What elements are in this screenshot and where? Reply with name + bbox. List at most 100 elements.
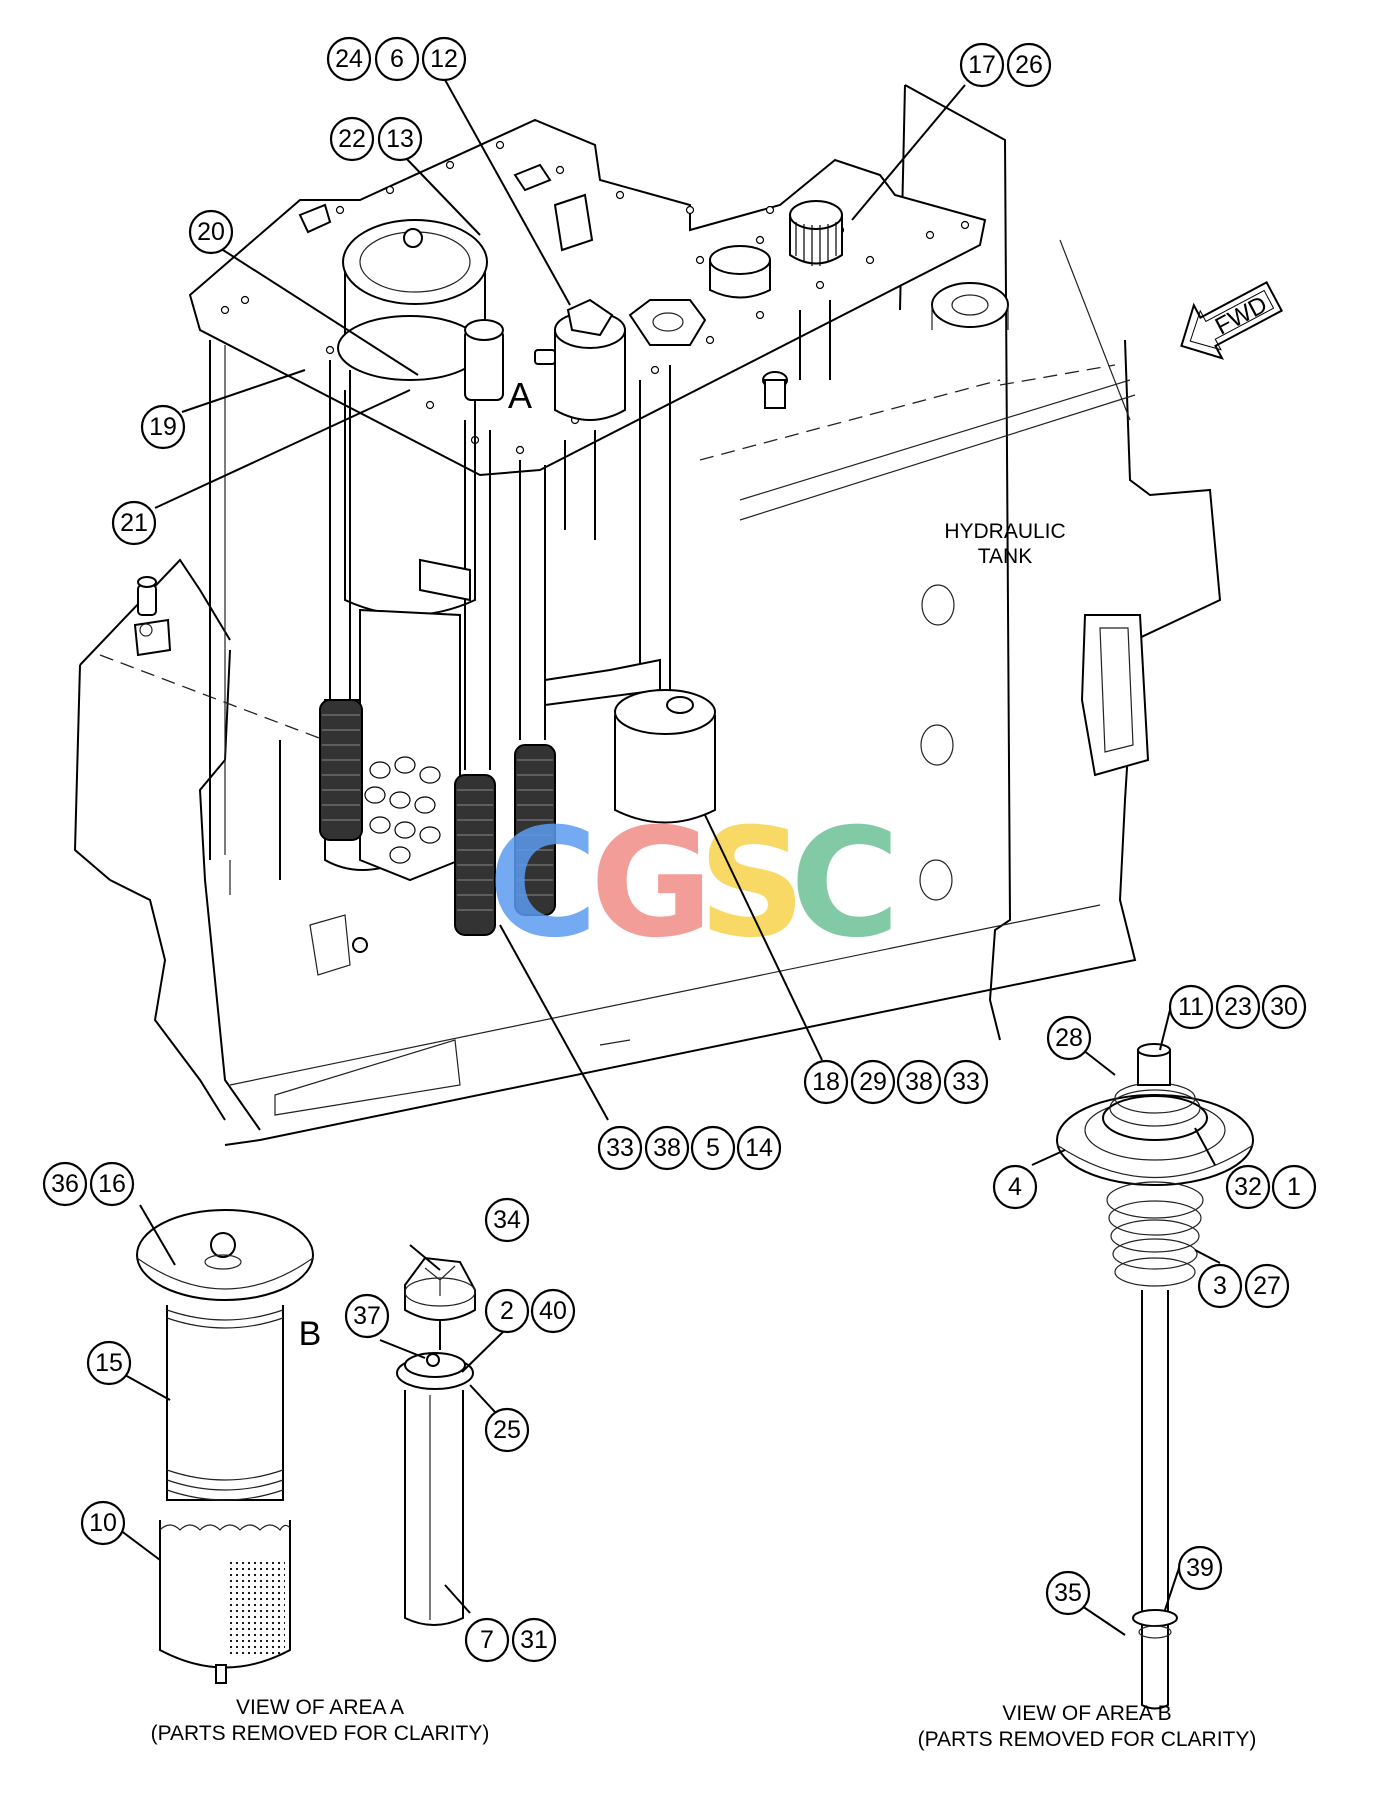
watermark-letter-c1: C [488, 797, 598, 971]
callout-bubble: 39 [1177, 1545, 1223, 1591]
callout-number: 28 [1055, 1024, 1083, 1052]
callout-bubble: 7 [464, 1617, 510, 1663]
fwd-arrow: FWD [1180, 281, 1284, 360]
callout-bubble: 38 [644, 1125, 690, 1171]
caption-area-b-line1: VIEW OF AREA B [1002, 1702, 1171, 1725]
callout-number: 21 [120, 509, 148, 537]
caption-area-a-line1: VIEW OF AREA A [236, 1696, 404, 1719]
callout-bubble: 24 [326, 36, 372, 82]
area-b-label: B [299, 1315, 322, 1353]
callout-bubble: 36 [42, 1161, 88, 1207]
callout-number: 11 [1178, 993, 1204, 1021]
callout-bubble: 15 [86, 1340, 132, 1386]
callout-number: 25 [493, 1416, 521, 1444]
callout-number: 35 [1054, 1579, 1082, 1607]
callout-number: 33 [952, 1068, 980, 1096]
callout-number: 39 [1186, 1554, 1214, 1582]
callout-number: 12 [430, 45, 458, 73]
callout-bubble: 5 [690, 1125, 736, 1171]
callout-number: 32 [1234, 1173, 1262, 1201]
callout-bubble: 1 [1271, 1164, 1317, 1210]
callout-bubble: 2 [484, 1288, 530, 1334]
watermark-letter-c2: C [790, 797, 900, 971]
caption-area-a-line2: (PARTS REMOVED FOR CLARITY) [151, 1722, 490, 1745]
callout-bubble: 28 [1046, 1015, 1092, 1061]
callout-bubble: 18 [803, 1059, 849, 1105]
leader-lines [119, 77, 1221, 1636]
filler-strainer-detail [396, 1256, 476, 1626]
callout-bubble: 32 [1225, 1164, 1271, 1210]
caption-area-b-line2: (PARTS REMOVED FOR CLARITY) [918, 1728, 1257, 1751]
callout-number: 3 [1213, 1272, 1227, 1300]
tank-label-line1: HYDRAULIC [944, 520, 1065, 543]
callout-number: 15 [95, 1349, 123, 1377]
tank-label: HYDRAULIC TANK [944, 520, 1065, 568]
callout-number: 26 [1015, 51, 1043, 79]
callout-number: 6 [390, 45, 404, 73]
callout-bubble: 3 [1197, 1263, 1243, 1309]
callout-number: 17 [968, 51, 996, 79]
callout-bubble: 26 [1006, 42, 1052, 88]
callout-bubble: 33 [943, 1059, 989, 1105]
callout-number: 31 [520, 1626, 548, 1654]
callout-number: 34 [493, 1206, 521, 1234]
main-filter-element [319, 219, 716, 936]
callout-bubble: 14 [736, 1125, 782, 1171]
callout-bubble: 33 [597, 1125, 643, 1171]
callout-number: 38 [905, 1068, 933, 1096]
callout-bubble: 20 [188, 209, 234, 255]
callout-bubble: 11 [1168, 984, 1214, 1030]
callout-bubble: 10 [80, 1500, 126, 1546]
watermark: C G S C [488, 797, 900, 971]
callout-number: 13 [386, 125, 414, 153]
callout-number: 14 [745, 1134, 773, 1162]
callout-number: 10 [89, 1509, 117, 1537]
callout-number: 7 [480, 1626, 494, 1654]
callout-bubble: 17 [959, 42, 1005, 88]
callout-bubble: 4 [992, 1164, 1038, 1210]
callout-bubble: 13 [377, 116, 423, 162]
callout-number: 16 [98, 1170, 126, 1198]
callout-number: 33 [606, 1134, 634, 1162]
callout-number: 20 [197, 218, 225, 246]
watermark-letter-g: G [590, 797, 713, 971]
callout-number: 38 [653, 1134, 681, 1162]
callout-number: 30 [1270, 993, 1298, 1021]
callout-bubble: 27 [1244, 1263, 1290, 1309]
callout-number: 40 [539, 1297, 567, 1325]
tank-label-line2: TANK [978, 545, 1032, 568]
area-a-label: A [508, 375, 532, 416]
callout-bubble: 29 [850, 1059, 896, 1105]
tank-body [73, 84, 1222, 1146]
watermark-letter-s: S [698, 797, 806, 971]
callout-bubble: 35 [1045, 1570, 1091, 1616]
callout-number: 24 [335, 45, 363, 73]
top-components [464, 200, 843, 421]
callout-bubble: 6 [374, 36, 420, 82]
callout-bubble: 12 [421, 36, 467, 82]
callout-number: 37 [353, 1302, 381, 1330]
callout-number: 27 [1253, 1272, 1281, 1300]
top-plate [188, 118, 987, 770]
callout-bubble: 25 [484, 1407, 530, 1453]
callout-bubble: 19 [140, 404, 186, 450]
callouts: 24 6 12 17 26 22 13 20 19 21 18 29 38 33… [42, 36, 1317, 1663]
callout-number: 4 [1008, 1173, 1022, 1201]
area-a-detail: B [136, 1209, 322, 1684]
callout-bubble: 16 [89, 1161, 135, 1207]
callout-bubble: 22 [329, 116, 375, 162]
callout-number: 2 [500, 1297, 514, 1325]
callout-bubble: 31 [511, 1617, 557, 1663]
callout-number: 18 [812, 1068, 840, 1096]
callout-bubble: 23 [1215, 984, 1261, 1030]
caption-area-a: VIEW OF AREA A (PARTS REMOVED FOR CLARIT… [151, 1696, 490, 1745]
callout-bubble: 21 [111, 500, 157, 546]
callout-number: 22 [338, 125, 366, 153]
callout-number: 36 [51, 1170, 79, 1198]
callout-number: 23 [1224, 993, 1252, 1021]
callout-bubble: 30 [1261, 984, 1307, 1030]
callout-bubble: 40 [530, 1288, 576, 1334]
caption-area-b: VIEW OF AREA B (PARTS REMOVED FOR CLARIT… [918, 1702, 1257, 1751]
callout-bubble: 34 [484, 1197, 530, 1243]
